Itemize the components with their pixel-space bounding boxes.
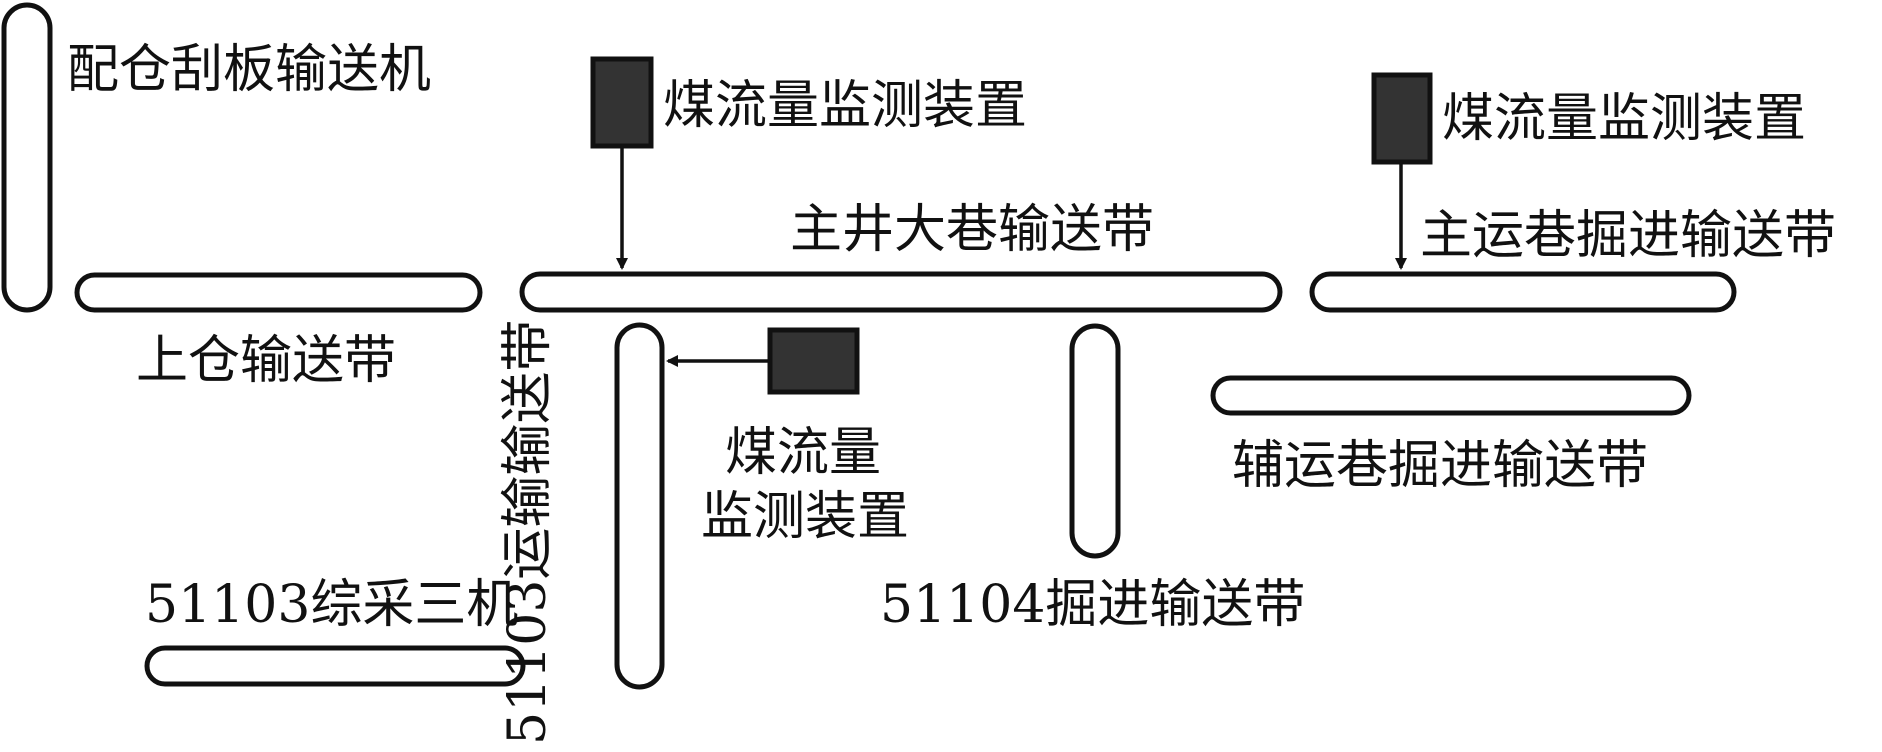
belt-51104	[1069, 323, 1121, 559]
up-bin-belt	[74, 272, 483, 313]
coal-flow-device-middle	[767, 327, 860, 395]
label-main-transport-roadway-belt: 主运巷掘进输送带	[1420, 206, 1836, 266]
label-up-bin-belt: 上仓输送带	[136, 331, 396, 391]
main-shaft-belt	[519, 271, 1283, 313]
coal-flow-device-top-left	[590, 56, 654, 149]
label-device-top-left: 煤流量监测装置	[663, 76, 1027, 136]
fully-mechanized-51103-belt	[144, 645, 526, 687]
label-bin-scraper: 配仓刮板输送机	[67, 40, 431, 100]
belt-51103-transport	[614, 322, 665, 690]
label-aux-transport-roadway-belt: 辅运巷掘进输送带	[1232, 436, 1648, 496]
label-belt-51104: 51104掘进输送带	[880, 575, 1305, 635]
label-main-shaft-belt: 主井大巷输送带	[790, 200, 1154, 260]
aux-transport-roadway-belt	[1210, 375, 1692, 416]
label-device-middle-line2: 监测装置	[701, 487, 909, 547]
label-belt-51103-transport: 51103运输输送带	[498, 320, 558, 745]
label-device-middle-line1: 煤流量	[725, 423, 881, 483]
coal-flow-device-top-right	[1371, 72, 1433, 165]
bin-scraper-conveyor	[1, 2, 53, 313]
label-fully-mechanized-51103: 51103综采三机	[145, 575, 518, 635]
label-device-top-right: 煤流量监测装置	[1442, 89, 1806, 149]
main-transport-roadway-belt	[1309, 271, 1737, 313]
